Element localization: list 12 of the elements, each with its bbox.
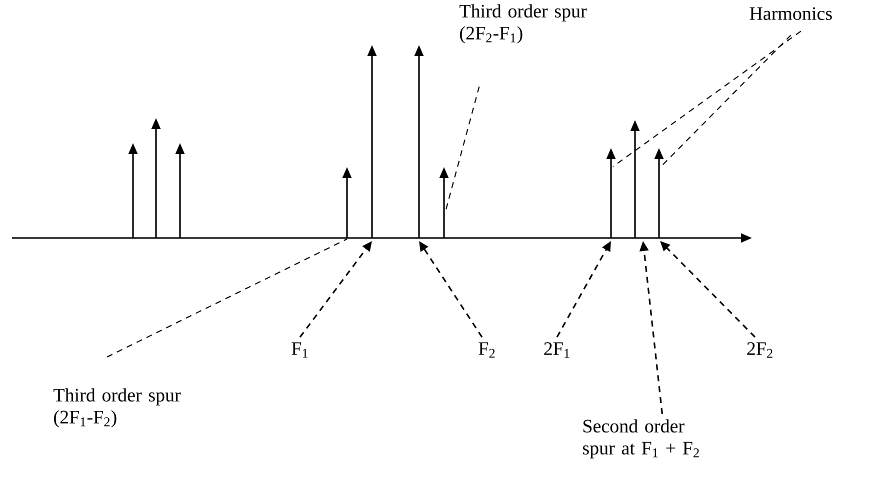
label-text: Third order spur (2F$_{1}$-F$_{2}$) [54, 388, 181, 428]
label-text: F$_{2}$ [478, 342, 495, 358]
leader-line [106, 238, 348, 358]
label-text: 2F$_{2}$ [747, 342, 772, 358]
label-text: Harmonics [750, 7, 832, 20]
label-text: 2F$_{1}$ [544, 342, 570, 358]
label-text: F$_{1}$ [292, 342, 308, 358]
leader-line [612, 30, 802, 168]
label-text: Third order spur (2F$_{2}$-F$_{1}$) [460, 4, 587, 44]
leader-line [660, 34, 792, 167]
label-text: Second order spur at F$_{1}$ + F$_{2}$ [583, 419, 699, 458]
leader-line [445, 86, 480, 210]
